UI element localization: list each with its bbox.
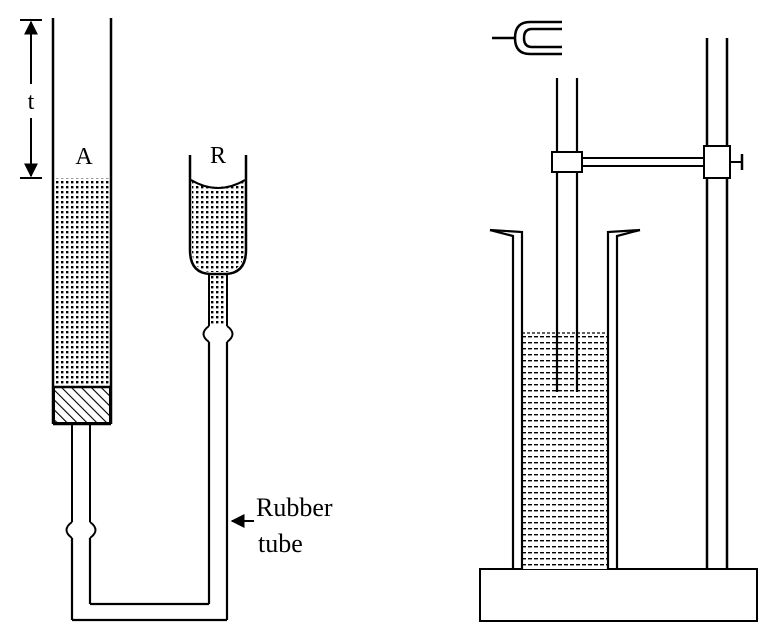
label-a: A [75,144,93,170]
reservoir-r [188,155,248,326]
label-t: t [28,89,35,115]
stand-rod [705,38,729,569]
reservoir-liquid [192,180,244,272]
tube-a-stopper [53,385,111,424]
left-apparatus: t A R [20,18,333,622]
upper-tube-joint [202,325,234,343]
jar-water [522,333,608,569]
label-rubber: Rubber [256,493,333,522]
clamp [551,145,744,179]
reservoir-neck-liquid [210,274,226,326]
stand-base [479,568,758,622]
clamp-rod-boss [703,145,731,179]
clamp-tube-boss [551,151,583,173]
tuning-fork-icon [492,20,562,56]
reservoir-meniscus [190,179,246,189]
rubber-tube-callout: Rubber tube [230,493,333,558]
rubber-tube [65,342,229,622]
label-tube: tube [258,529,303,558]
tube-a [51,18,113,426]
right-apparatus [479,20,758,622]
water-jar [489,228,641,569]
resonance-tube [555,78,579,392]
label-r: R [210,143,226,169]
length-marker-t: t [20,19,42,179]
tube-a-liquid [55,178,109,386]
